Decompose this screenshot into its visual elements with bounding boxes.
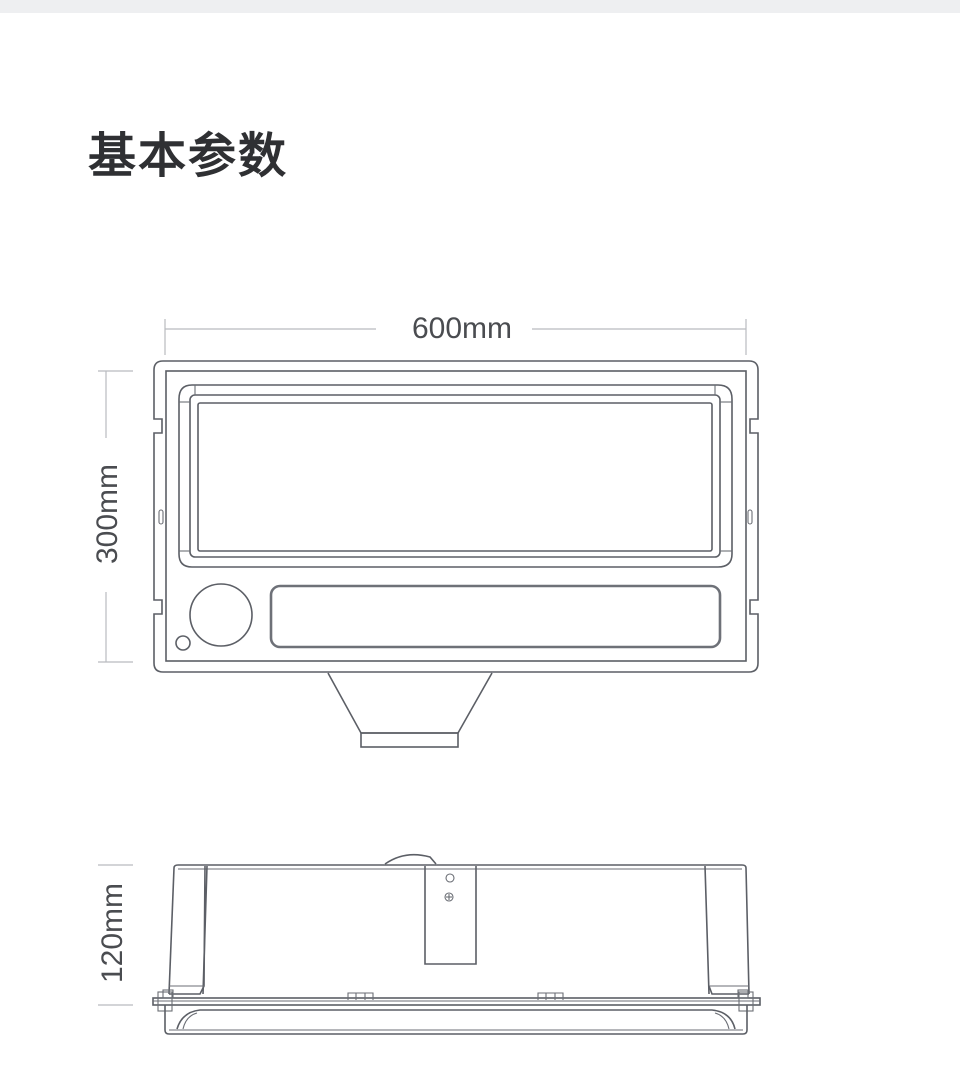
- height-dimension-side: 120mm: [96, 864, 133, 1006]
- fan-circle: [189, 583, 253, 647]
- front-view: [153, 360, 759, 748]
- height-dimension-front: 300mm: [91, 370, 133, 663]
- height-dimension-label: 300mm: [91, 464, 124, 564]
- side-height-dimension-label: 120mm: [96, 883, 129, 983]
- width-dimension-label: 600mm: [412, 312, 512, 345]
- page-title: 基本参数: [88, 128, 289, 184]
- top-bar: [0, 0, 960, 13]
- width-dimension: 600mm: [164, 312, 747, 355]
- side-view: [152, 853, 761, 1035]
- light-bar: [269, 584, 722, 649]
- indicator-circle: [175, 635, 191, 651]
